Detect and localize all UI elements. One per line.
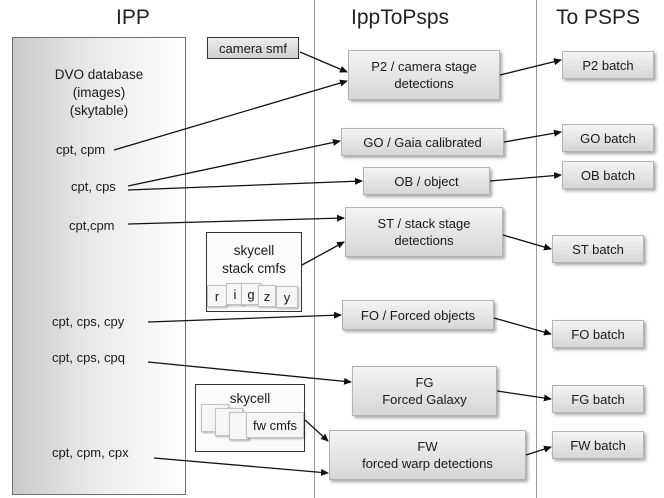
source-cpt-cps: cpt, cps — [71, 179, 116, 194]
source-cpt-cpm-1: cpt, cpm — [56, 142, 106, 157]
arrow-fg-to-batch — [496, 390, 552, 402]
stage-st-box: ST / stack stage detections — [345, 207, 503, 257]
column-divider-right — [536, 0, 537, 498]
batch-fg-box: FG batch — [552, 385, 644, 413]
dvo-title: DVO database — [54, 67, 144, 82]
source-cpt-cps-cpq: cpt, cps, cpq — [52, 350, 125, 365]
arrow-cpm2-to-st — [127, 214, 345, 225]
arrow-fo-to-batch — [493, 317, 552, 336]
batch-fw-label: FW batch — [570, 437, 626, 453]
stage-fo-title: FO / Forced objects — [360, 307, 476, 323]
stage-p2-title: P2 / camera stage — [371, 59, 477, 74]
batch-fg-label: FG batch — [571, 391, 625, 407]
skycell-stack-label: skycell stack cmfs — [206, 242, 302, 278]
filter-r-label: r — [214, 288, 220, 304]
stage-go-box: GO / Gaia calibrated — [341, 128, 504, 156]
batch-ob-box: OB batch — [562, 161, 654, 189]
ipptopsps-column-title: IppToPsps — [351, 6, 450, 29]
batch-fo-box: FO batch — [552, 320, 644, 348]
batch-fo-label: FO batch — [571, 326, 625, 342]
filter-y-label: y — [283, 289, 291, 305]
stage-st-title: ST / stack stage — [377, 216, 471, 231]
filter-g-label: g — [247, 286, 255, 302]
stage-go-title: GO / Gaia calibrated — [363, 134, 482, 150]
dvo-database-panel — [12, 37, 186, 495]
filter-z-tile: z — [258, 285, 276, 307]
dvo-database-label: DVO database (images) (skytable) — [12, 66, 186, 120]
stage-fg-subtitle: Forced Galaxy — [382, 392, 467, 407]
source-cpt-cps-cpy: cpt, cps, cpy — [52, 314, 125, 329]
stage-fw-title: FW — [417, 439, 438, 454]
stage-ob-title: OB / object — [394, 173, 459, 189]
dvo-skytable: (skytable) — [69, 103, 129, 118]
stage-st-subtitle: detections — [394, 233, 454, 248]
stage-p2-box: P2 / camera stage detections — [348, 50, 500, 100]
arrow-fw-to-batch — [525, 445, 552, 456]
batch-p2-label: P2 batch — [582, 57, 634, 73]
source-cpt-cpm-cpx: cpt, cpm, cpx — [52, 445, 129, 460]
arrow-warp-to-fw — [304, 419, 329, 442]
source-cpt-cpm-2: cpt,cpm — [69, 218, 115, 233]
camera-smf-box: camera smf — [207, 37, 299, 59]
camera-smf-label: camera smf — [219, 40, 287, 56]
arrow-go-to-batch — [503, 129, 562, 143]
topsps-column-title: To PSPS — [556, 6, 641, 29]
stage-ob-box: OB / object — [363, 167, 490, 195]
arrow-cpy-to-fo — [147, 311, 342, 323]
filter-g-tile: g — [241, 283, 261, 305]
batch-st-box: ST batch — [552, 235, 644, 263]
stage-fg-box: FG Forced Galaxy — [352, 366, 497, 416]
skycell-warp-title: skycell — [229, 391, 271, 406]
batch-ob-label: OB batch — [580, 167, 636, 183]
stage-fo-box: FO / Forced objects — [342, 300, 494, 330]
stage-fg-title: FG — [415, 375, 434, 390]
batch-fw-box: FW batch — [552, 431, 644, 459]
arrow-cpq-to-fg — [147, 361, 352, 385]
batch-go-label: GO batch — [580, 130, 636, 146]
ipp-column-title: IPP — [116, 6, 150, 29]
arrow-cps-to-ob — [127, 177, 363, 191]
stage-fw-box: FW forced warp detections — [329, 430, 526, 480]
stage-p2-subtitle: detections — [394, 76, 454, 91]
arrow-stack-to-st — [301, 241, 345, 266]
batch-st-label: ST batch — [572, 241, 624, 257]
filter-i-label: i — [233, 286, 237, 302]
arrow-st-to-batch — [502, 234, 552, 251]
skycell-stack-title: skycell — [233, 243, 275, 258]
batch-p2-box: P2 batch — [562, 51, 654, 79]
batch-go-box: GO batch — [562, 124, 654, 152]
fw-cmfs-label: fw cmfs — [252, 417, 298, 433]
filter-z-label: z — [263, 288, 271, 304]
arrow-ob-to-batch — [489, 172, 562, 182]
stage-fw-subtitle: forced warp detections — [362, 456, 493, 471]
arrow-cps-to-go — [127, 139, 341, 187]
arrow-p2-to-batch — [499, 58, 562, 76]
filter-y-tile: y — [276, 286, 298, 308]
skycell-stack-cmfs: stack cmfs — [222, 261, 286, 276]
fw-cmfs-tile: fw cmfs — [246, 412, 304, 438]
arrow-cpm-to-p2 — [113, 79, 348, 151]
arrow-cpx-to-fw — [153, 457, 329, 476]
column-divider-left — [314, 0, 315, 498]
dvo-images: (images) — [72, 85, 126, 100]
arrow-camera-to-p2 — [299, 51, 348, 73]
